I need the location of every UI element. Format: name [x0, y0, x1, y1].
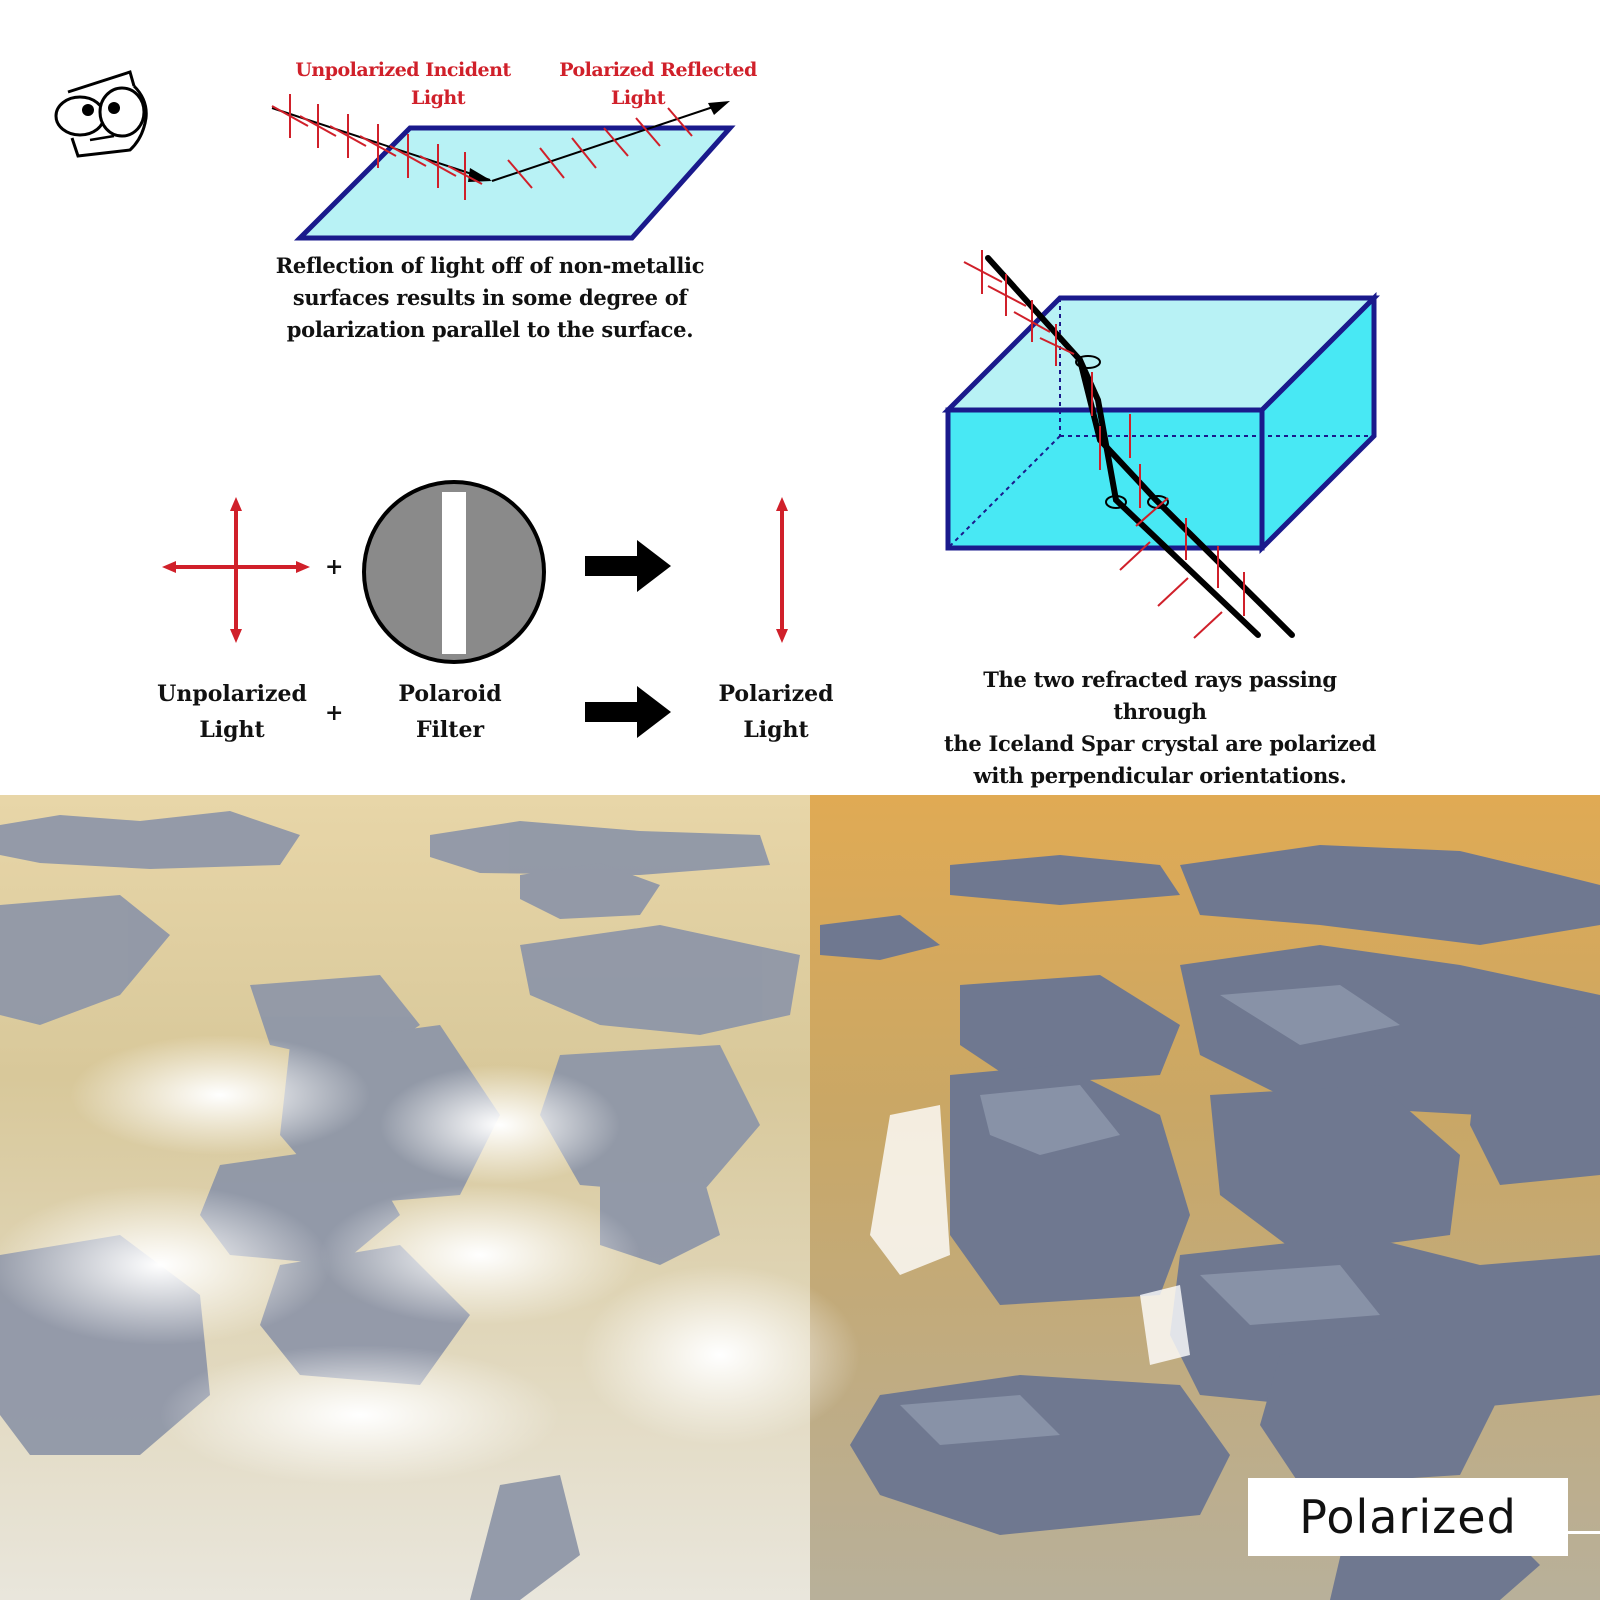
polaroid-filter-label: Polaroid Filter	[398, 681, 502, 743]
unpolarized-light-icon	[162, 497, 310, 643]
plus-symbol-top: +	[325, 554, 344, 580]
incident-light-label: Unpolarized Incident Light	[295, 59, 511, 109]
reflection-diagram	[271, 94, 736, 241]
crystal-polarization-arrows	[963, 250, 1245, 639]
comparison-photo	[0, 795, 1600, 1600]
reflected-light-label: Polarized Reflected Light	[559, 59, 757, 109]
polarized-badge-label: Polarized	[1299, 1490, 1517, 1544]
reflection-caption: Reflection of light off of non-metallic …	[275, 253, 705, 342]
polarized-light-icon	[776, 497, 788, 643]
unpolarized-light-label: Unpolarized Light	[157, 681, 307, 743]
incident-polarization-arrows	[271, 94, 483, 200]
incident-crystal-ray	[985, 255, 1295, 638]
plus-symbol-bottom: +	[325, 700, 344, 726]
polarized-badge: Polarized	[1248, 1478, 1568, 1556]
polaroid-filter-icon	[362, 480, 546, 664]
right-arrow-icon	[585, 686, 671, 738]
reflected-ray	[491, 101, 730, 182]
crystal-caption: The two refracted rays passing through t…	[944, 667, 1376, 788]
reflected-polarization-arrows	[507, 107, 693, 189]
cartoon-face-logo-icon	[54, 70, 148, 158]
badge-underline	[1568, 1531, 1600, 1534]
polarized-light-label: Polarized Light	[718, 681, 834, 743]
iceland-spar-crystal-diagram	[941, 250, 1380, 639]
right-arrow-icon	[585, 540, 671, 592]
